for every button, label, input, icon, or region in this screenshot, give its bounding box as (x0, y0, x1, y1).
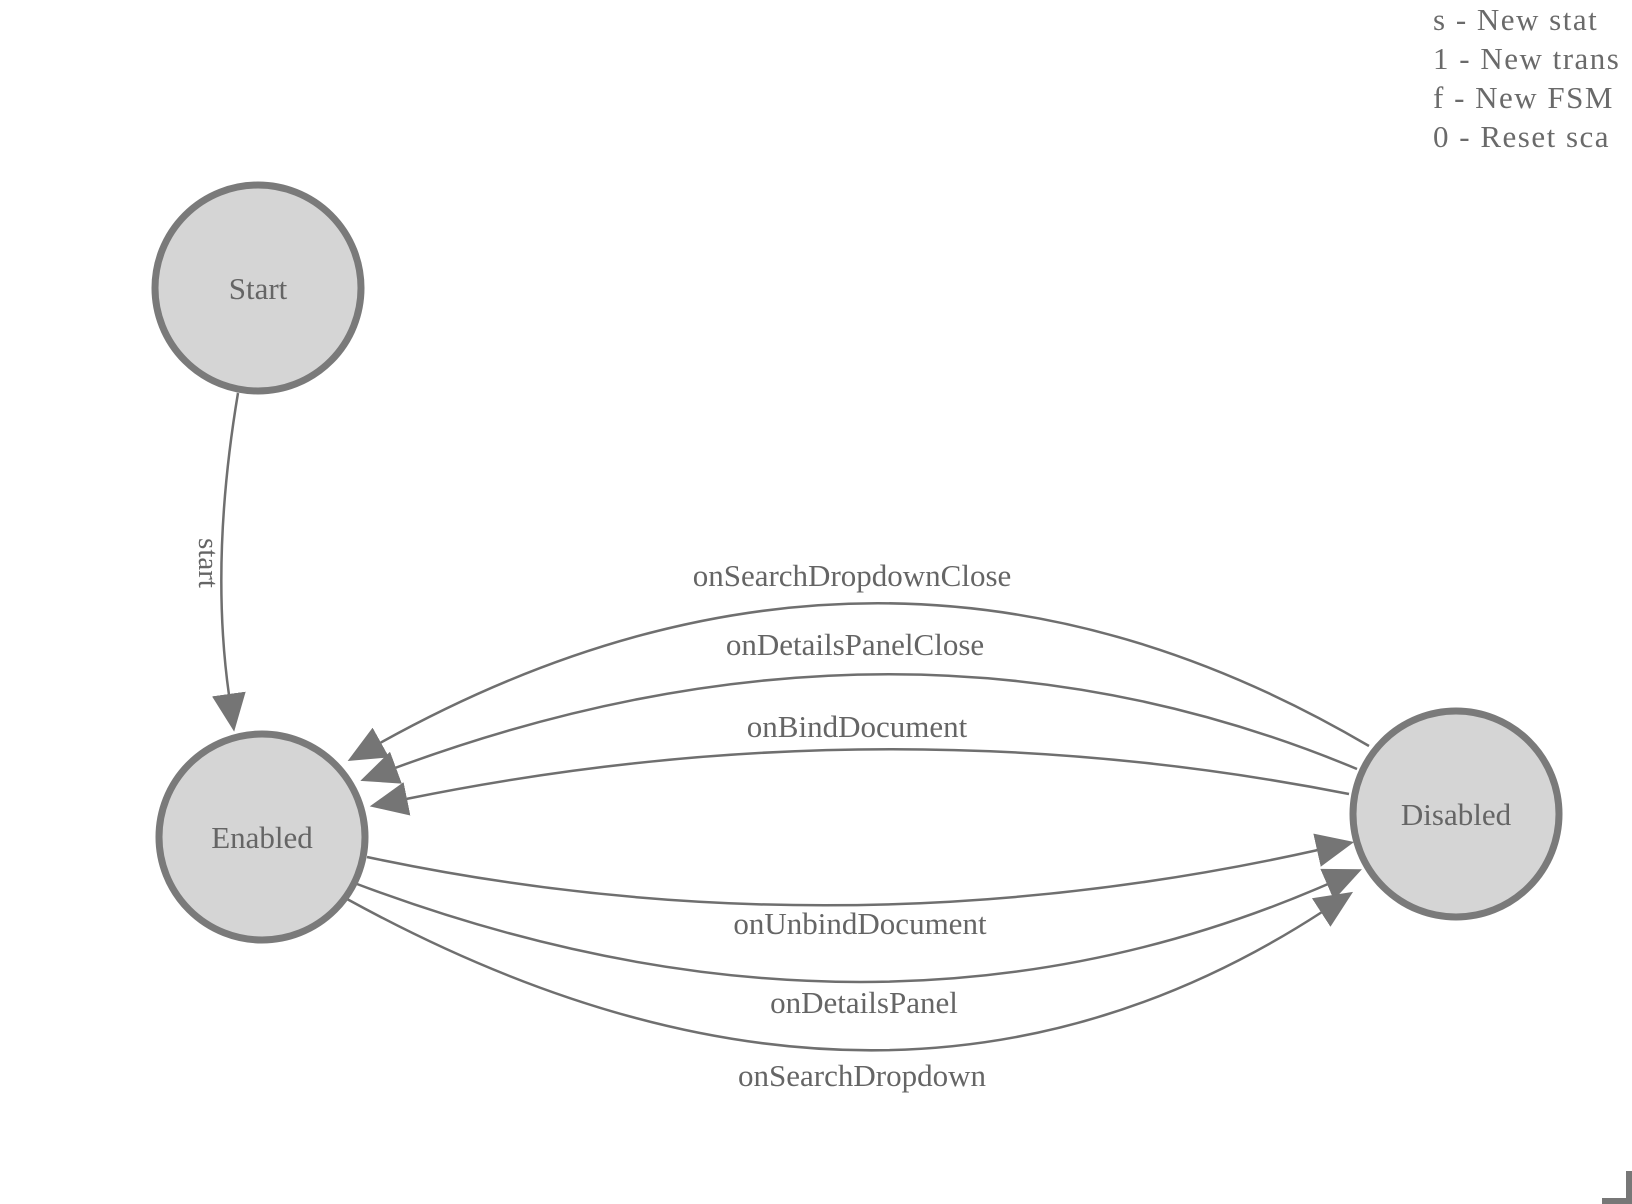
transition-onDetailsPanel[interactable]: onDetailsPanel (356, 868, 1362, 1020)
transition-start[interactable]: start (192, 392, 246, 732)
transition-label-onDetailsPanelClose: onDetailsPanelClose (726, 627, 984, 662)
state-node-disabled[interactable]: Disabled (1349, 707, 1563, 921)
transition-onDetailsPanelClose[interactable]: onDetailsPanelClose (360, 627, 1358, 784)
state-node-enabled[interactable]: Enabled (155, 730, 369, 944)
transition-label-onSearchDropdown: onSearchDropdown (738, 1058, 986, 1093)
state-circle-enabled[interactable] (155, 730, 369, 944)
legend-line-new-fsm: f - New FSM (1433, 80, 1614, 115)
state-label-enabled: Enabled (211, 820, 313, 855)
transition-path-start[interactable] (212, 392, 246, 732)
transition-label-onUnbindDocument: onUnbindDocument (733, 906, 987, 941)
state-label-start: Start (229, 271, 288, 306)
transition-path-onUnbindDocument[interactable] (366, 833, 1355, 907)
transition-label-onSearchDropdownClose: onSearchDropdownClose (693, 558, 1012, 593)
transition-onUnbindDocument[interactable]: onUnbindDocument (366, 833, 1355, 941)
state-label-disabled: Disabled (1401, 797, 1512, 832)
canvas-corner-frame (1602, 1171, 1632, 1204)
transition-onSearchDropdown[interactable]: onSearchDropdown (346, 891, 1354, 1093)
state-circle-disabled[interactable] (1349, 707, 1563, 921)
transition-path-onDetailsPanelClose[interactable] (360, 673, 1358, 784)
legend-line-new-transition: 1 - New trans (1433, 41, 1621, 76)
transition-path-onBindDocument[interactable] (369, 747, 1350, 816)
transition-label-start: start (192, 538, 224, 588)
state-node-start[interactable]: Start (151, 181, 365, 395)
state-circle-start[interactable] (151, 181, 365, 395)
transition-onBindDocument[interactable]: onBindDocument (369, 709, 1350, 816)
transition-label-onDetailsPanel: onDetailsPanel (770, 985, 958, 1020)
transition-onSearchDropdownClose[interactable]: onSearchDropdownClose (347, 558, 1370, 761)
transition-path-onDetailsPanel[interactable] (356, 868, 1362, 984)
transition-path-onSearchDropdown[interactable] (346, 891, 1354, 1052)
transition-label-onBindDocument: onBindDocument (747, 709, 968, 744)
hotkey-legend: s - New stat 1 - New trans f - New FSM 0… (1433, 0, 1620, 156)
corner-frame-horizontal-bar (1602, 1198, 1632, 1204)
legend-line-reset: 0 - Reset sca (1433, 119, 1611, 154)
corner-frame-vertical-bar (1626, 1171, 1632, 1201)
legend-line-new-state: s - New stat (1433, 2, 1599, 37)
transition-path-onSearchDropdownClose[interactable] (347, 602, 1370, 761)
